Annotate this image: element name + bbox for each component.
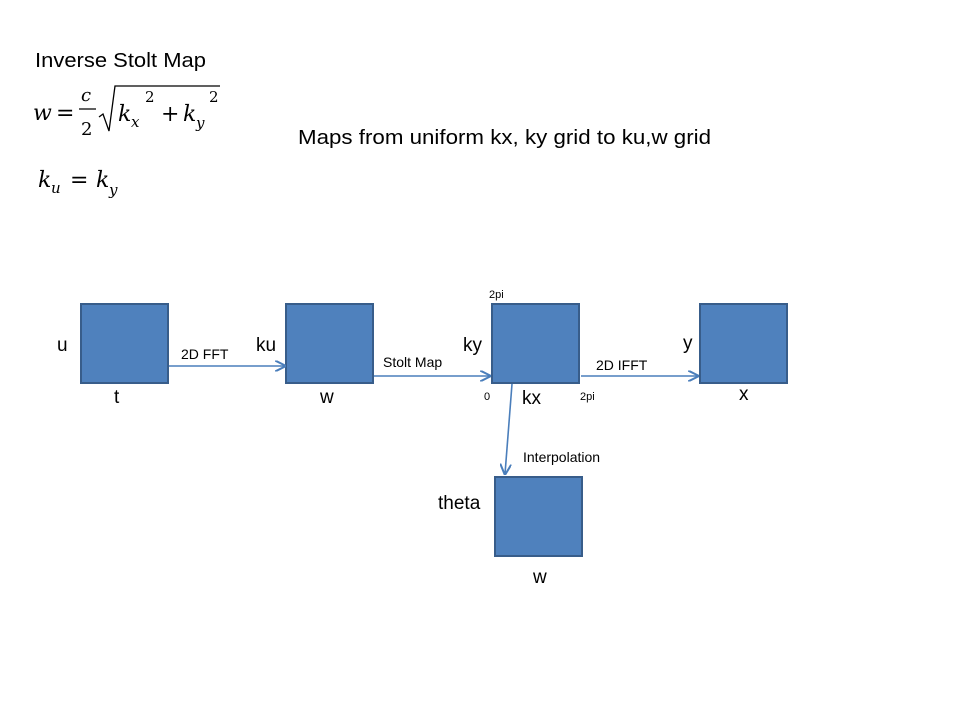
formula-w-plus: + (161, 102, 179, 127)
node-label-w: w (319, 387, 334, 408)
node-label-w-bottom: w (532, 567, 547, 588)
formula-w-lhs: w (33, 101, 52, 126)
arrow-interpolation (505, 383, 513, 474)
formula-w-k2-sub: y (195, 114, 205, 132)
node-label-theta: theta (438, 493, 481, 514)
formula-ku-equals: = (70, 168, 88, 193)
radical-sign (98, 85, 220, 132)
node-label-ky: ky (463, 335, 483, 356)
formula-w-k1: k (118, 102, 131, 127)
description-text: Maps from uniform kx, ky grid to ku,w gr… (298, 127, 711, 149)
formula-w-k2: k (183, 102, 196, 127)
formula-ku-k2: k (96, 168, 109, 193)
tick-top-2pi: 2pi (489, 289, 504, 301)
formula-w-k1-sub: x (131, 113, 140, 131)
formula-ku: k u = k y (38, 168, 118, 199)
formula-w-equals: = (56, 101, 74, 126)
formula-ku-k2-sub: y (108, 181, 118, 199)
edge-label-interpolation: Interpolation (523, 449, 600, 465)
tick-origin-0: 0 (484, 391, 490, 403)
tick-right-2pi: 2pi (580, 391, 595, 403)
node-label-kx: kx (522, 388, 542, 409)
node-box-ut (80, 303, 169, 384)
formula-w-k1-sup: 2 (145, 88, 155, 106)
edge-label-2d-ifft: 2D IFFT (596, 357, 648, 373)
formula-ku-k1: k (38, 168, 51, 193)
node-label-x: x (739, 384, 749, 405)
node-label-ku: ku (256, 335, 276, 356)
node-box-xy (699, 303, 788, 384)
formula-w-denominator: 2 (81, 119, 92, 140)
formula-w-numerator: c (81, 85, 91, 106)
node-box-kxky (491, 303, 580, 384)
node-box-kuw (285, 303, 374, 384)
node-label-u: u (57, 335, 68, 356)
formula-w: w = c 2 k x 2 + k y 2 (33, 85, 220, 140)
edge-label-2d-fft: 2D FFT (181, 346, 229, 362)
formula-ku-k1-sub: u (51, 179, 61, 197)
slide-title: Inverse Stolt Map (35, 50, 206, 72)
node-label-t: t (114, 387, 120, 408)
node-box-thetaw (494, 476, 583, 557)
edge-label-stolt-map: Stolt Map (383, 354, 442, 370)
formula-w-k2-sup: 2 (209, 88, 219, 106)
node-label-y: y (683, 333, 693, 354)
